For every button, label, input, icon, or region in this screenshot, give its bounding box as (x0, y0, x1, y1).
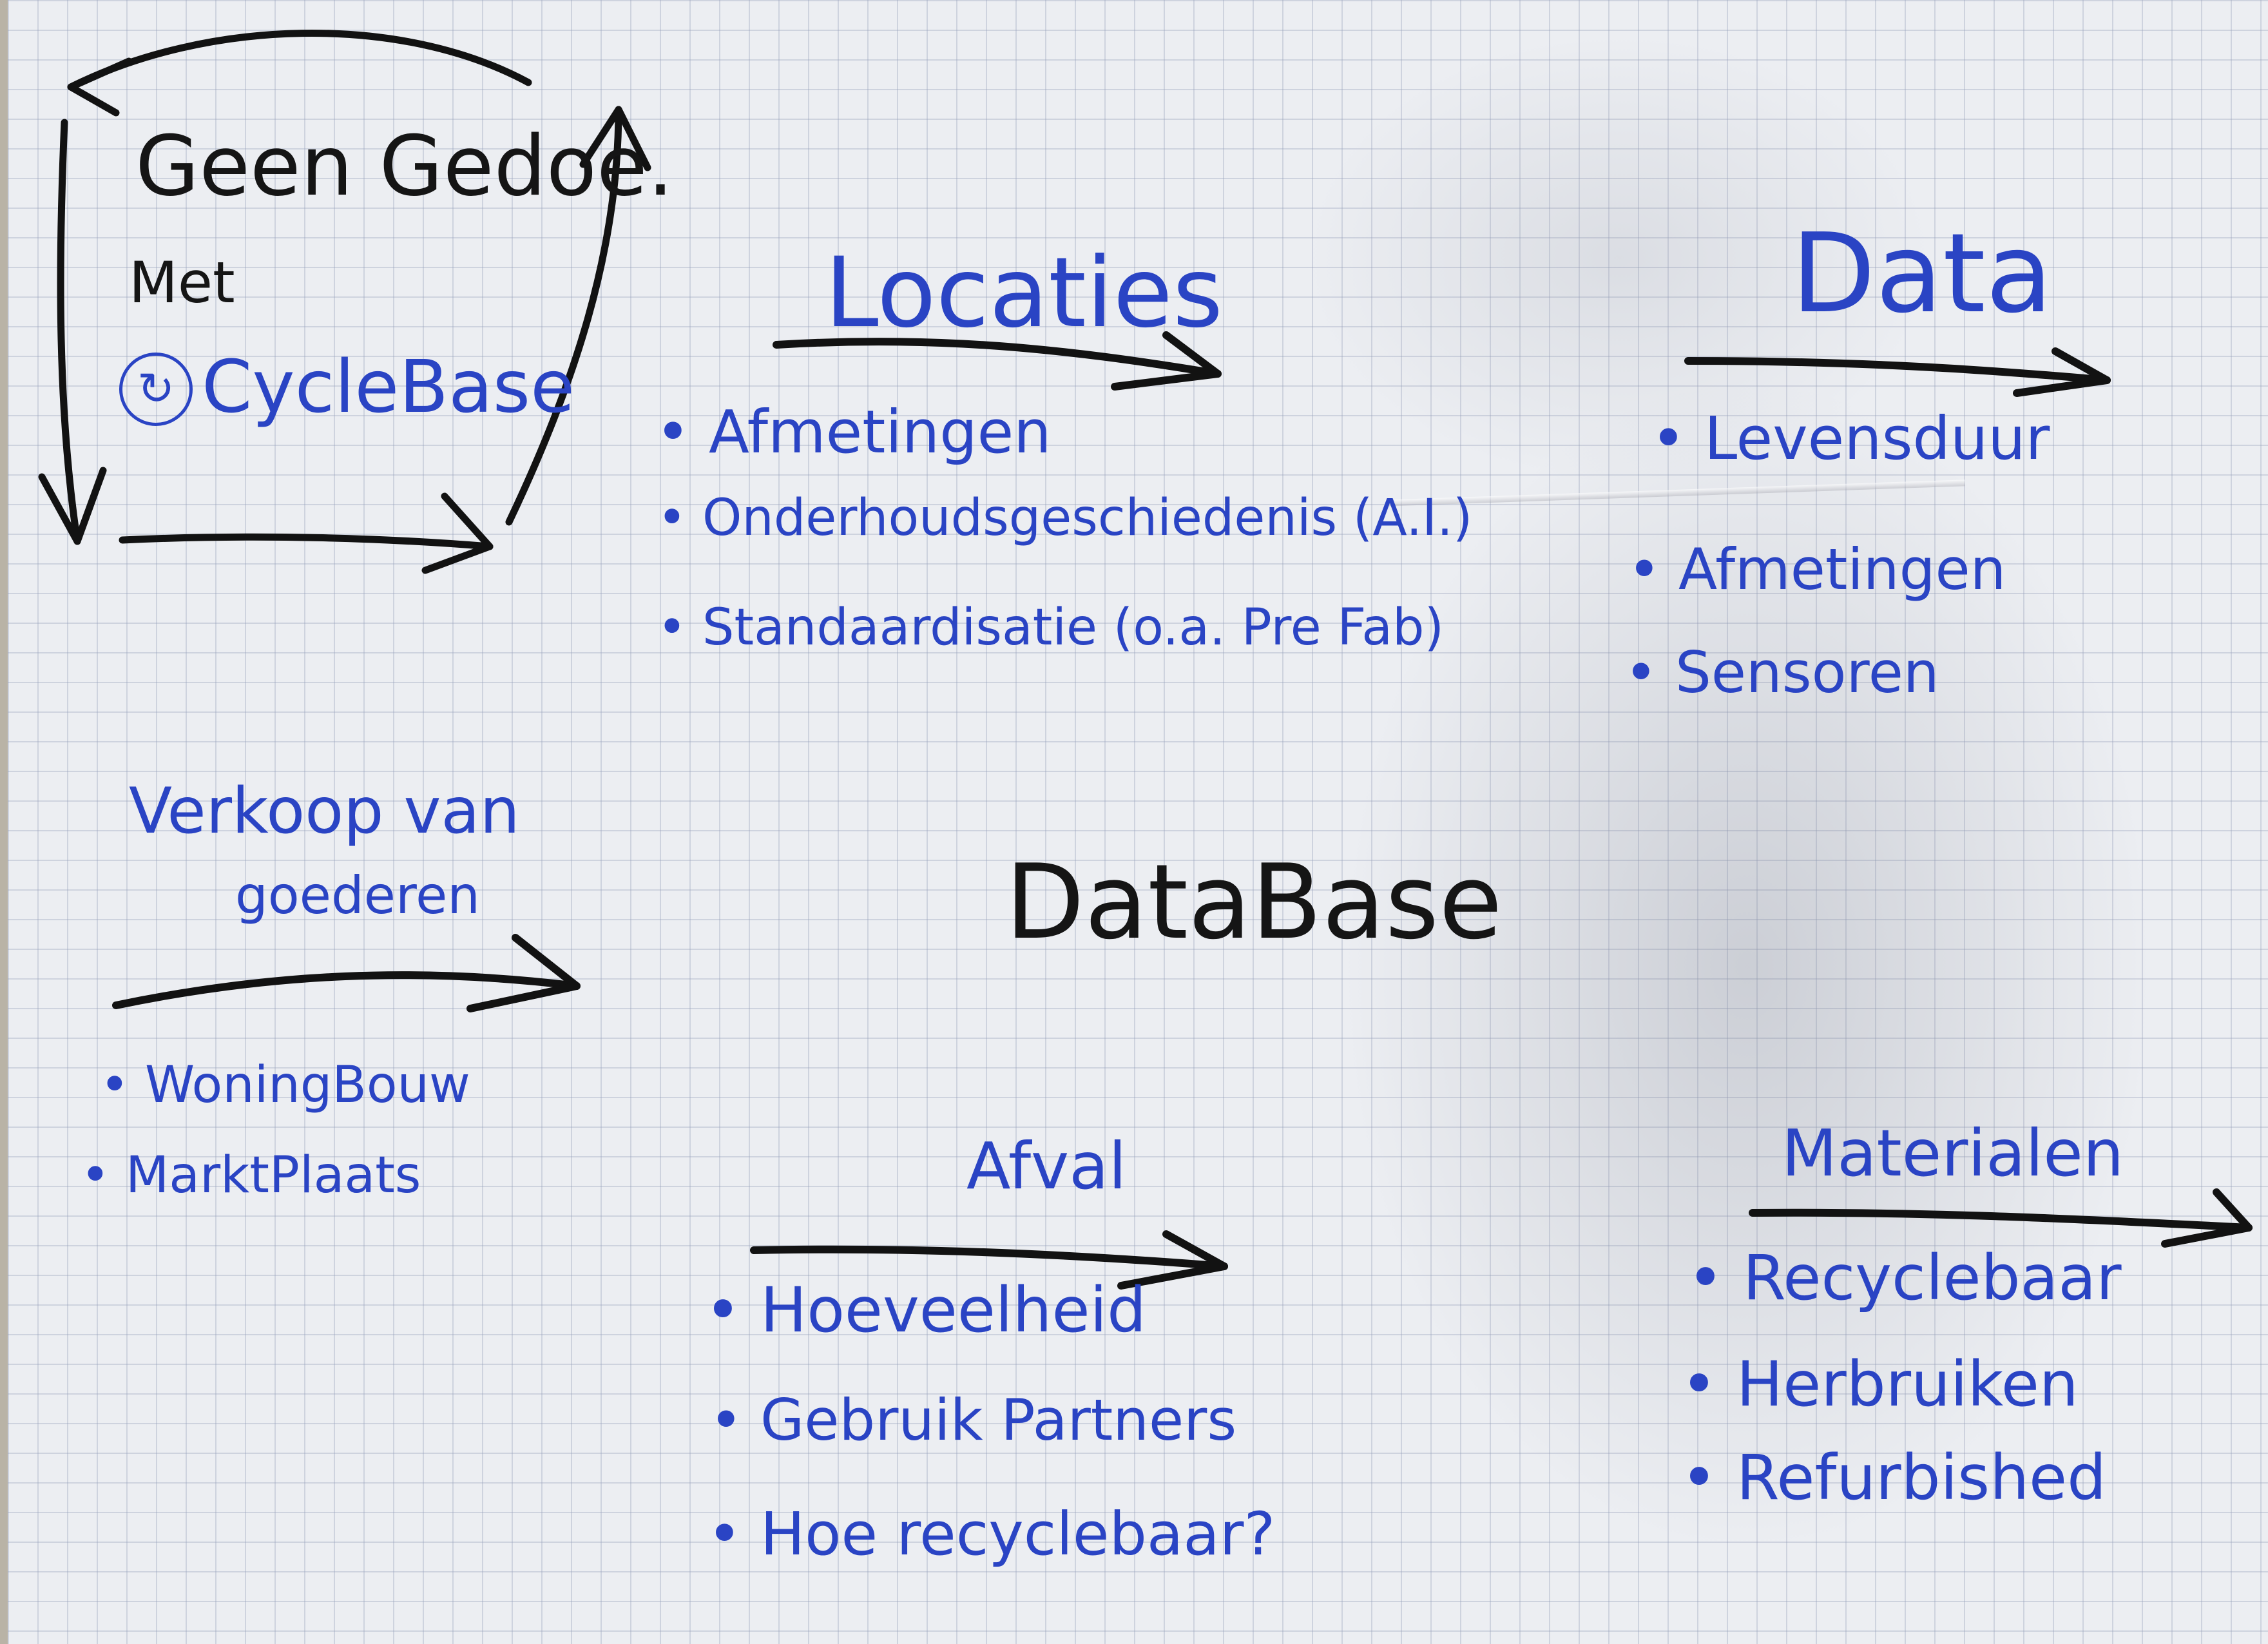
cycle-arrow-left (57, 119, 81, 545)
afval-heading: Afval (966, 1128, 1127, 1204)
data-heading: Data (1791, 210, 2053, 338)
locaties-arrow-head (1111, 331, 1222, 391)
afval-item: Hoeveelheid (760, 1279, 1146, 1341)
cycle-arrow-left-head (38, 467, 107, 545)
verkoop-heading-line-1: Verkoop van (129, 775, 520, 848)
cycle-arrow-bottom-head (421, 492, 494, 574)
cycle-arrow-right-head (579, 106, 651, 171)
afval-arrow (750, 1245, 1228, 1270)
materialen-heading: Materialen (1782, 1116, 2124, 1191)
locaties-item: Afmetingen (709, 403, 1052, 462)
locaties-item: Onderhoudsgeschiedenis (A.I.) (702, 493, 1472, 543)
verkoop-item: MarktPlaats (126, 1150, 421, 1201)
data-arrow-head (2013, 347, 2111, 397)
brand-wordmark: ↻CycleBase (119, 351, 575, 426)
cycle-arrow-top (67, 30, 532, 91)
verkoop-item: WoningBouw (145, 1060, 470, 1110)
materialen-arrow (1749, 1208, 2253, 1232)
flipchart-paper (8, 0, 2268, 1644)
verkoop-arrow (112, 971, 581, 1009)
cycle-arrow-right (505, 106, 622, 526)
data-item: Sensoren (1675, 644, 1939, 701)
database-center-label: DataBase (1005, 842, 1503, 962)
data-item: Afmetingen (1678, 541, 2006, 598)
materialen-item: Recyclebaar (1743, 1247, 2122, 1309)
data-item: Levensduur (1704, 409, 2050, 469)
data-arrow (1684, 357, 2111, 384)
cyclebase-logo-icon: ↻ (119, 352, 193, 426)
locaties-arrow (773, 338, 1222, 378)
afval-item: Gebruik Partners (760, 1392, 1236, 1449)
brand-name: CycleBase (202, 345, 575, 429)
verkoop-heading-line-2: goederen (235, 866, 480, 925)
title-line-1: Geen Gedoe. (135, 119, 674, 215)
cycle-arrow-bottom (119, 533, 494, 550)
materialen-arrow-head (2161, 1188, 2253, 1248)
cycle-arrow-top-head (67, 57, 133, 117)
locaties-heading: Locaties (825, 237, 1224, 349)
afval-item: Hoe recyclebaar? (760, 1505, 1275, 1564)
title-line-2: Met (129, 249, 235, 316)
materialen-item: Herbruiken (1736, 1353, 2079, 1415)
verkoop-arrow-head (466, 934, 581, 1012)
locaties-item: Standaardisatie (o.a. Pre Fab) (702, 603, 1444, 653)
materialen-item: Refurbished (1736, 1447, 2106, 1509)
